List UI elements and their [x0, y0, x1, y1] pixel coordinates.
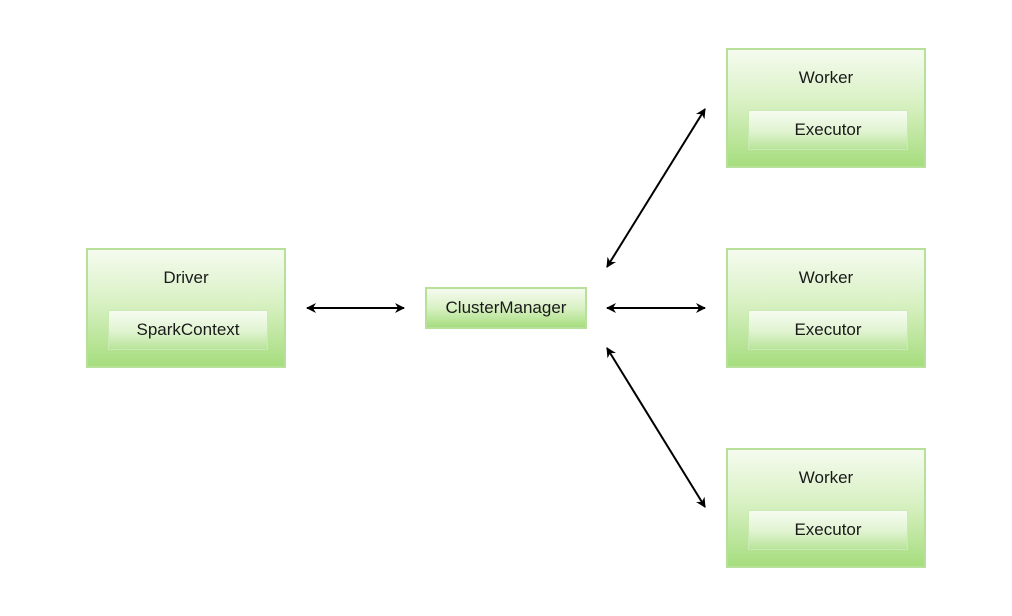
clustermanager-box: ClusterManager: [425, 287, 587, 329]
arrow-clustermanager-worker-3: [606, 347, 706, 508]
arrow-clustermanager-worker-1: [606, 108, 706, 268]
sparkcontext-box: SparkContext: [108, 310, 268, 350]
worker-box-2: Worker Executor: [726, 248, 926, 368]
worker-box-1: Worker Executor: [726, 48, 926, 168]
executor-box-1: Executor: [748, 110, 908, 150]
worker-box-3: Worker Executor: [726, 448, 926, 568]
worker-title-1: Worker: [798, 68, 854, 87]
executor-box-2: Executor: [748, 310, 908, 350]
worker-title-3: Worker: [798, 468, 854, 487]
driver-title: Driver: [163, 268, 209, 287]
driver-box: Driver SparkContext: [86, 248, 286, 368]
worker-title-2: Worker: [798, 268, 854, 287]
executor-box-3: Executor: [748, 510, 908, 550]
